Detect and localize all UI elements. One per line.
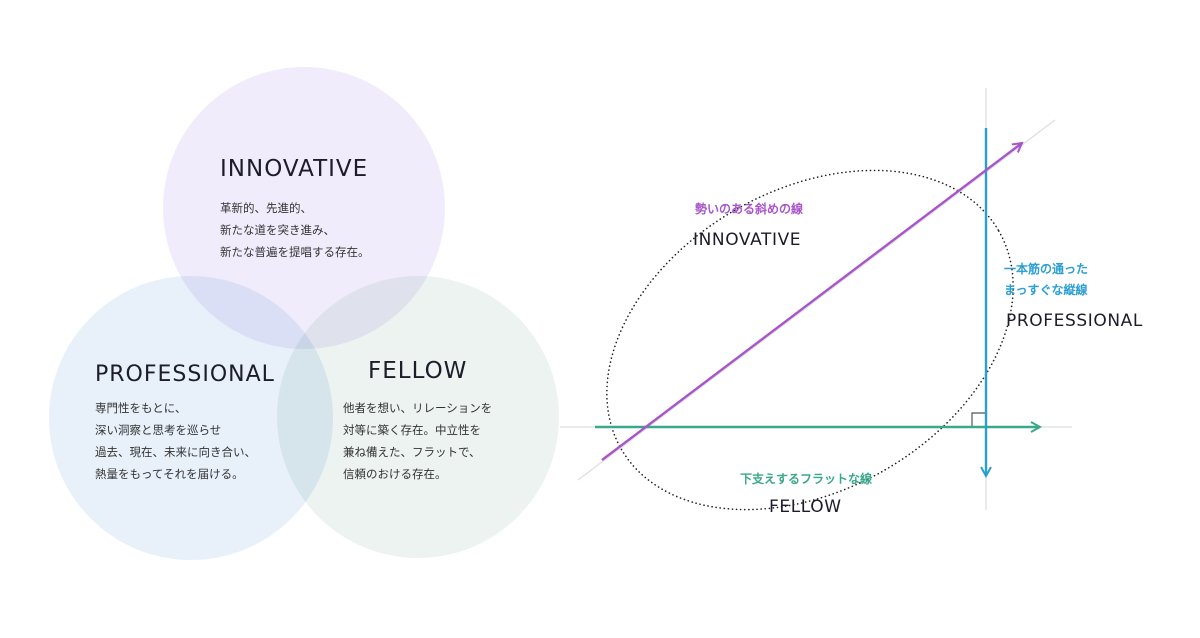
innovative-note: 勢いのある斜めの線 xyxy=(695,202,804,216)
professional-description: 専門性をもとに、 深い洞察と思考を巡らせ 過去、現在、未来に向き合い、 熱量をも… xyxy=(95,397,256,485)
innovative-line: 革新的、先進的、 xyxy=(220,201,312,215)
innovative-line: 新たな普遍を提唱する存在。 xyxy=(220,245,370,259)
fellow-line: 兼ね備えた、フラットで、 xyxy=(343,445,481,459)
line-diagram: 勢いのある斜めの線 INNOVATIVE 一本筋の通った まっすぐな縦線 PRO… xyxy=(560,80,1200,540)
innovative-title: INNOVATIVE xyxy=(220,156,369,182)
professional-line: 過去、現在、未来に向き合い、 xyxy=(95,445,256,459)
fellow-line: 対等に築く存在。中立性を xyxy=(343,423,481,437)
innovative-description: 革新的、先進的、 新たな道を突き進み、 新たな普遍を提唱する存在。 xyxy=(220,197,370,263)
professional-line: 深い洞察と思考を巡らせ xyxy=(95,423,222,437)
professional-note-line: 一本筋の通った xyxy=(1004,262,1089,276)
innovative-line: 新たな道を突き進み、 xyxy=(220,223,335,237)
professional-line: 熱量をもってそれを届ける。 xyxy=(95,467,244,481)
dotted-ellipse xyxy=(606,169,1014,511)
professional-line: 専門性をもとに、 xyxy=(95,401,187,415)
fellow-line: 信頼のおける存在。 xyxy=(343,467,447,481)
professional-label: PROFESSIONAL xyxy=(1006,311,1143,331)
professional-note-line: まっすぐな縦線 xyxy=(1004,283,1088,297)
fellow-title: FELLOW xyxy=(368,358,468,384)
innovative-label: INNOVATIVE xyxy=(693,230,802,250)
fellow-line: 他者を想い、リレーションを xyxy=(343,401,493,415)
line-diagram-graphic xyxy=(560,88,1072,511)
fellow-label: FELLOW xyxy=(769,497,842,517)
right-angle-marker xyxy=(971,412,986,427)
fellow-note: 下支えするフラットな線 xyxy=(740,472,873,486)
fellow-description: 他者を想い、リレーションを 対等に築く存在。中立性を 兼ね備えた、フラットで、 … xyxy=(343,397,492,485)
guide-line-diagonal xyxy=(577,119,1056,481)
professional-note: 一本筋の通った まっすぐな縦線 xyxy=(1004,259,1088,301)
fellow-circle xyxy=(277,276,559,558)
innovative-line-arrow xyxy=(601,143,1022,461)
venn-diagram: INNOVATIVE 革新的、先進的、 新たな道を突き進み、 新たな普遍を提唱す… xyxy=(49,67,559,560)
professional-title: PROFESSIONAL xyxy=(95,362,275,387)
